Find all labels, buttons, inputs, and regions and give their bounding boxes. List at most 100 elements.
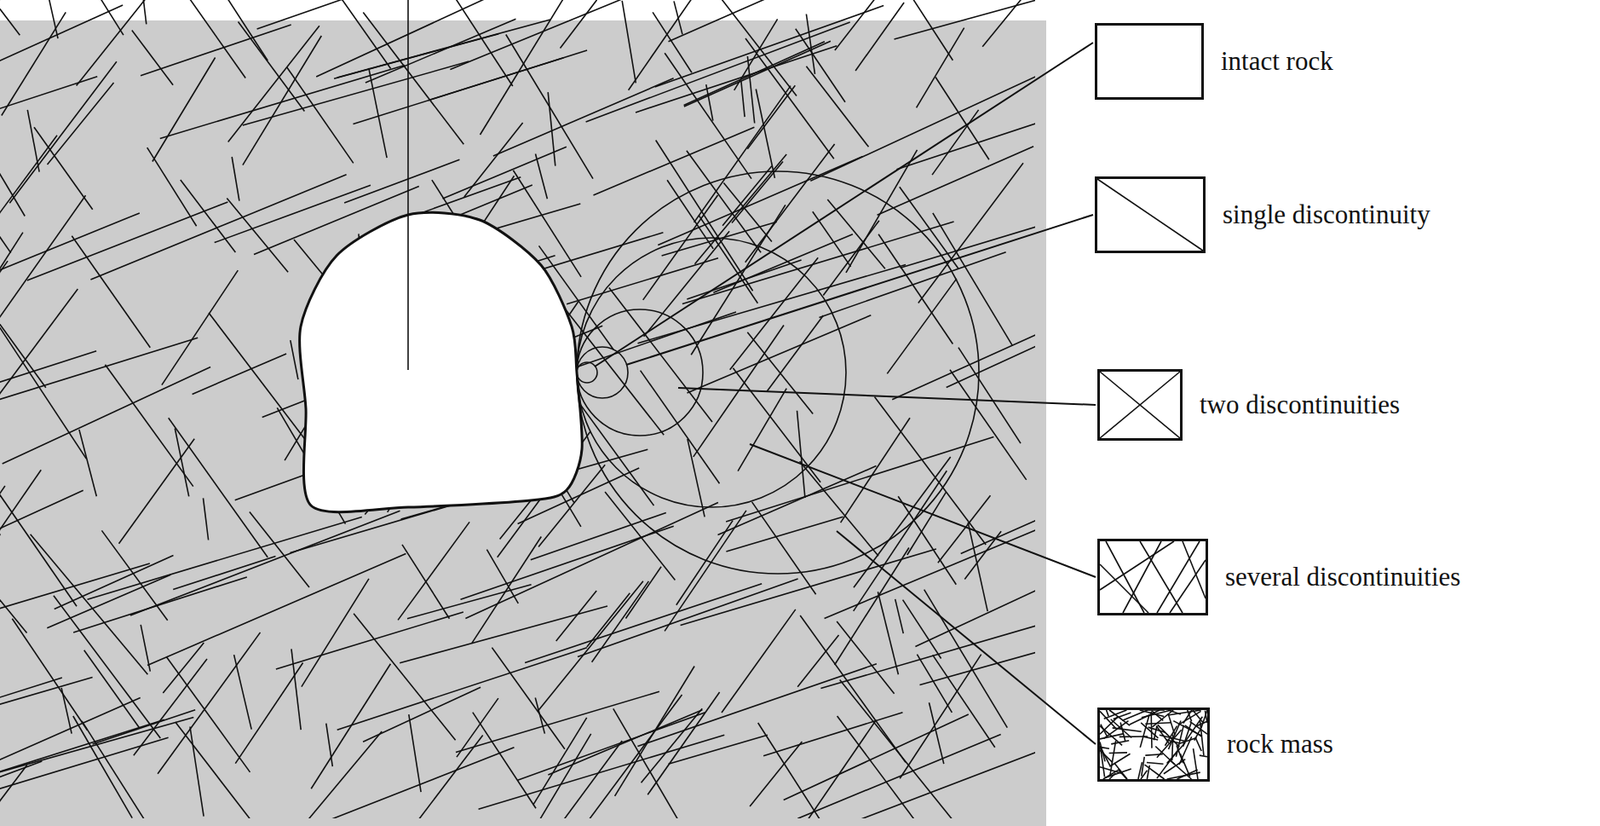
discontinuity-line [644,230,731,337]
discontinuity-line [855,2,904,71]
sample-frame [1099,540,1208,615]
discontinuity-line [133,658,208,755]
discontinuity-line [961,511,1036,554]
discontinuity-line [238,21,306,111]
discontinuity-line [0,351,97,394]
discontinuity-line [408,713,421,792]
discontinuity-line [491,647,565,749]
discontinuity-line [840,417,910,523]
sample-symbol [1097,368,1183,441]
discontinuity-line [537,581,644,712]
legend-sample-box: several discontinuities [1097,538,1461,616]
sample-line [1195,737,1202,751]
sample-line [1151,710,1164,721]
discontinuity-line [34,126,93,210]
discontinuity-line [119,438,196,544]
tunnel-axis-line [407,0,409,370]
discontinuity-line [535,697,545,734]
discontinuity-line [853,470,948,611]
sample-line [1146,762,1164,765]
discontinuity-line [48,0,58,39]
sample-label: two discontinuities [1199,390,1400,420]
sample-line [1104,709,1128,719]
discontinuity-line [652,11,692,73]
discontinuity-line [918,162,1024,303]
discontinuity-line [800,460,880,556]
discontinuity-line [592,581,650,662]
sample-line [1153,725,1157,740]
discontinuity-line [203,497,209,540]
discontinuity-line [938,494,991,563]
discontinuity-line [9,61,117,203]
discontinuity-line [47,82,115,165]
sample-line [1139,541,1183,613]
discontinuity-line [0,195,87,331]
discontinuity-line [886,278,957,375]
discontinuity-line [61,687,72,734]
discontinuity-line [656,140,754,292]
discontinuity-line [455,690,660,752]
discontinuity-line [362,12,464,145]
discontinuity-line [152,57,216,162]
sample-line [1168,713,1175,735]
scale-circle [576,309,703,436]
discontinuity-line [0,232,24,334]
discontinuity-line [90,174,346,280]
discontinuity-line [556,590,598,641]
discontinuity-line [189,726,204,817]
sample-frame [1099,370,1182,440]
legend-sample-box: single discontinuity [1094,176,1431,254]
discontinuity-line [916,654,952,713]
sample-line [1156,725,1169,743]
sample-line [1168,759,1192,779]
discontinuity-line [907,491,947,555]
discontinuity-line [486,549,518,604]
discontinuity-line [0,311,87,459]
sample-line [1099,716,1118,734]
sample-line [1099,749,1113,762]
discontinuity-line [101,529,167,620]
discontinuity-line [587,592,631,647]
discontinuity-line [464,122,524,197]
sample-line [1110,740,1129,744]
discontinuity-line [884,0,953,61]
discontinuity-line [81,720,171,818]
sample-discontinuities [1099,371,1180,438]
discontinuity-line [805,14,815,75]
tunnel-opening [299,212,583,512]
discontinuity-line [172,556,276,590]
discontinuity-line [472,712,536,809]
sample-line [1146,765,1150,779]
sample-line [1139,714,1149,747]
discontinuity-line [0,0,48,65]
discontinuity-line [0,696,141,793]
discontinuity-line [298,0,391,70]
sample-line [1120,722,1126,742]
sample-line [1099,371,1180,438]
legend-sample-box: two discontinuities [1097,368,1400,441]
discontinuity-line [797,410,806,498]
discontinuity-line [46,574,171,628]
sample-line [1114,762,1128,779]
discontinuity-line [27,109,40,173]
discontinuity-line [192,353,288,394]
discontinuity-line [737,388,787,472]
sample-line [1113,712,1132,720]
sample-discontinuities [1099,541,1206,613]
discontinuity-line [673,0,683,35]
discontinuity-line [310,663,391,789]
discontinuity-line [399,605,608,663]
discontinuity-line [53,595,161,738]
discontinuity-line [554,740,623,818]
discontinuity-line [415,0,513,87]
discontinuity-line [812,211,852,267]
discontinuity-line [242,61,470,126]
discontinuity-line [664,52,752,179]
discontinuity-line [647,691,720,795]
discontinuity-line [877,591,898,674]
discontinuity-line [896,110,1036,170]
legend-sample-box: intact rock [1094,23,1334,100]
discontinuity-line [166,656,251,772]
sample-line [1176,744,1184,763]
discontinuity-line [0,760,42,806]
